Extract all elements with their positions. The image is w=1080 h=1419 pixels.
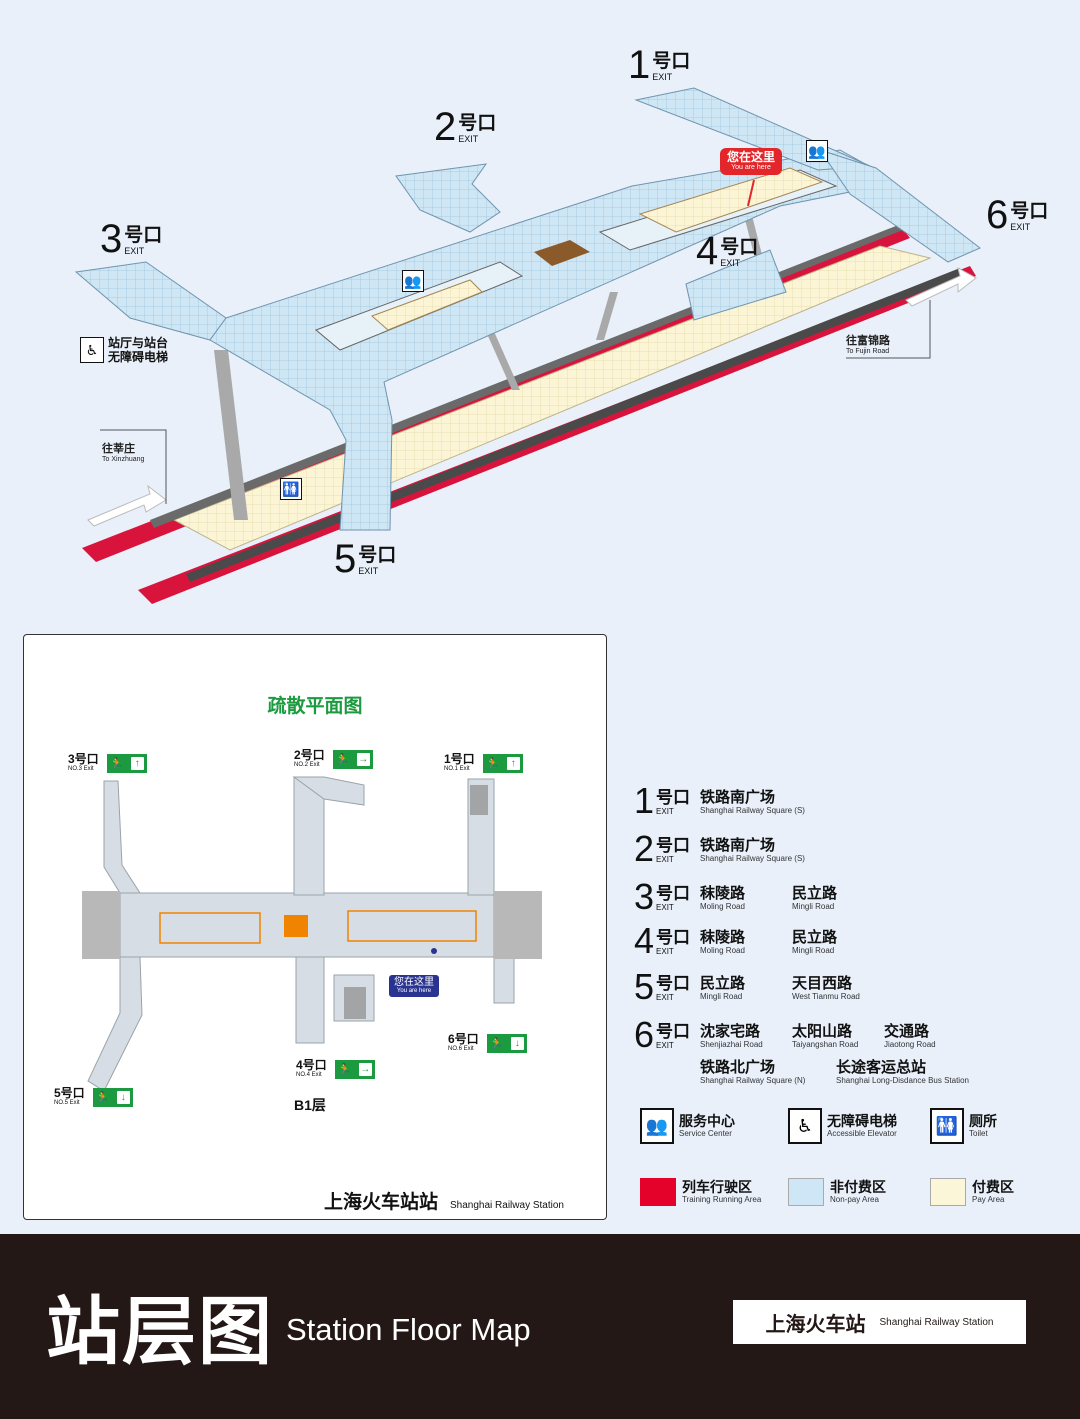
running-man-icon: 🏃	[109, 757, 124, 770]
exit-number: 1	[628, 43, 651, 87]
emergency-exit-sign: 🏃↓	[486, 1033, 527, 1053]
service-center-icon: 👥	[402, 270, 424, 292]
accessible-elevator-icon: ♿	[80, 337, 104, 363]
arrow-icon: ↑	[130, 756, 144, 770]
iso-you-are-here-marker: 您在这里 You are here	[720, 148, 783, 175]
running-man-icon: 🏃	[337, 1063, 352, 1076]
arrow-icon: ↓	[510, 1036, 524, 1050]
emergency-exit-sign: 🏃→	[334, 1059, 375, 1079]
arrow-icon: →	[358, 1062, 372, 1076]
to-xinzhuang-label: 往莘庄 To Xinzhuang	[102, 443, 145, 463]
toilet-icon: 🚻	[930, 1108, 964, 1144]
running-man-icon: 🏃	[335, 753, 350, 766]
accessible-elevator-icon: ♿	[788, 1108, 822, 1144]
arrow-icon: →	[356, 752, 370, 766]
evacuation-floor-plan	[82, 776, 542, 1092]
isometric-station-map	[74, 87, 981, 604]
emergency-exit-sign: 🏃→	[332, 749, 373, 769]
concourse-pay-area-left-inner	[371, 279, 483, 331]
service-center-icon: 👥	[806, 140, 828, 162]
to-fujin-road-label: 往富锦路 To Fujin Road	[846, 335, 890, 355]
evac-you-are-here-marker: 您在这里 You are here	[389, 975, 439, 997]
service-center-block	[534, 240, 590, 266]
emergency-exit-sign: 🏃↑	[106, 753, 147, 773]
color-swatch	[640, 1178, 676, 1206]
arrow-icon: ↓	[116, 1090, 130, 1104]
page-title-en: Station Floor Map	[286, 1312, 531, 1347]
page-title-cn: 站层图	[46, 1290, 274, 1373]
concourse-nonpay-area	[74, 87, 981, 531]
evacuation-plan-title: 疏散平面图	[267, 696, 363, 717]
color-swatch	[788, 1178, 824, 1206]
station-name-box: 上海火车站 Shanghai Railway Station	[733, 1300, 1026, 1344]
color-swatch	[930, 1178, 966, 1206]
toilet-icon: 🚻	[280, 478, 302, 500]
arrow-icon: ↑	[506, 756, 520, 770]
to-xinzhuang-arrow	[87, 484, 167, 527]
footer-banner: 站层图 Station Floor Map 上海火车站 Shanghai Rai…	[0, 1234, 1080, 1419]
to-fujin-arrow	[905, 267, 977, 307]
running-man-icon: 🏃	[489, 1037, 504, 1050]
emergency-exit-sign: 🏃↓	[92, 1087, 133, 1107]
floor-label: B1层	[294, 1097, 326, 1113]
accessible-elevator-note: ♿ 站厅与站台无障碍电梯	[80, 336, 168, 364]
running-man-icon: 🏃	[485, 757, 500, 770]
concourse-pay-area-right-inner	[638, 167, 824, 233]
service-center-icon: 👥	[640, 1108, 674, 1144]
evac-station-name: 上海火车站站 Shanghai Railway Station	[324, 1192, 564, 1213]
running-man-icon: 🏃	[95, 1091, 110, 1104]
emergency-exit-sign: 🏃↑	[482, 753, 523, 773]
